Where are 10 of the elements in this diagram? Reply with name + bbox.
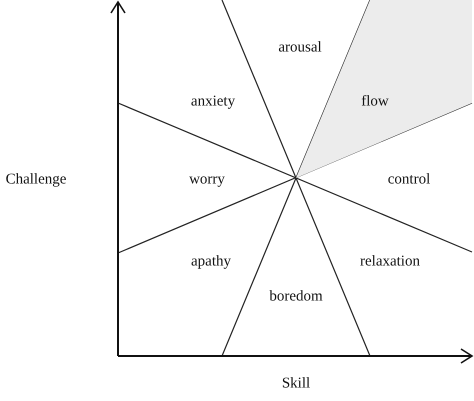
- axis-label: Skill: [282, 376, 310, 392]
- region-label: anxiety: [190, 94, 236, 110]
- region-label: flow: [361, 94, 389, 110]
- region-label: apathy: [191, 254, 231, 270]
- axis-label: Challenge: [6, 172, 66, 188]
- region-label: worry: [189, 172, 225, 188]
- region-label: control: [388, 172, 430, 188]
- region-label: arousal: [278, 40, 322, 56]
- region-label: relaxation: [360, 254, 420, 270]
- region-label: boredom: [269, 288, 323, 306]
